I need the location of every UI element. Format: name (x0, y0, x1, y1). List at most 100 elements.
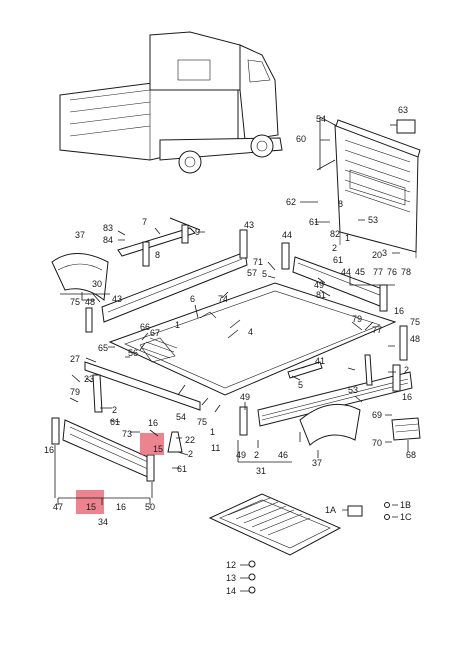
callout: 20 (372, 250, 382, 260)
callout: 54 (176, 412, 186, 422)
callout: 14 (226, 586, 236, 596)
callout: 75 (197, 417, 207, 427)
label-63-part (396, 119, 416, 134)
callout: 75 (70, 297, 80, 307)
callout: 11 (211, 443, 220, 453)
post-75 (399, 325, 408, 361)
highlight-15-upper (140, 433, 164, 455)
post-50 (146, 454, 155, 482)
callout: 8 (155, 250, 160, 260)
post-49 (239, 406, 248, 436)
callout: 46 (278, 450, 288, 460)
callout-labels: 63 54 60 62 8 61 53 82 1 3 2 61 20 44 45… (44, 105, 420, 596)
callout: 1A (325, 505, 336, 515)
callout: 75 (410, 317, 420, 327)
callout: 2 (254, 450, 259, 460)
callout: 83 (103, 223, 113, 233)
callout: 73 (122, 429, 132, 439)
callout: 69 (372, 410, 382, 420)
callout: 15 (153, 444, 163, 454)
callout: 61 (110, 417, 120, 427)
callout: 50 (145, 502, 155, 512)
toolbox-68 (391, 417, 421, 441)
callout: 2 (332, 243, 337, 253)
callout: 2 (188, 449, 193, 459)
callout: 61 (309, 217, 319, 227)
callout: 78 (401, 267, 411, 277)
callout: 1 (175, 320, 180, 330)
callout: 1 (345, 233, 350, 243)
side-rail-27 (84, 361, 201, 411)
callout: 68 (406, 450, 416, 460)
callout: 3 (382, 248, 387, 258)
callout: 48 (410, 334, 420, 344)
bracket-8 (142, 241, 150, 267)
callout: 53 (368, 215, 378, 225)
callout: 9 (195, 227, 200, 237)
callout: 5 (262, 269, 267, 279)
callout: 16 (44, 445, 54, 455)
callout: 37 (75, 230, 85, 240)
callout: 8 (338, 199, 343, 209)
callout: 53 (348, 385, 358, 395)
callout: 37 (312, 458, 322, 468)
bracket-9 (181, 224, 189, 244)
fender-37-right (299, 403, 361, 446)
callout: 54 (316, 114, 326, 124)
post-44 (281, 242, 290, 270)
nut-1c (384, 514, 390, 520)
post-48 (85, 307, 93, 333)
callout: 6 (190, 294, 195, 304)
callout: 16 (148, 418, 158, 428)
side-board-31 (257, 371, 413, 427)
callout: 30 (92, 279, 102, 289)
callout: 74 (218, 294, 228, 304)
callout: 31 (256, 466, 266, 476)
callout: 65 (98, 343, 108, 353)
callout: 77 (372, 325, 382, 335)
callout: 71 (253, 257, 263, 267)
callout: 1C (400, 512, 412, 522)
callout: 79 (352, 314, 362, 324)
callout: 76 (387, 267, 397, 277)
post-23 (92, 374, 103, 413)
callout: 16 (116, 502, 126, 512)
callout: 41 (315, 356, 325, 366)
callout: 44 (341, 267, 351, 277)
callout: 49 (236, 450, 246, 460)
callout: 1B (400, 500, 411, 510)
callout: 77 (373, 267, 383, 277)
callout: 57 (247, 268, 257, 278)
callout: 81 (316, 290, 326, 300)
callout: 27 (70, 354, 80, 364)
callout: 2 (112, 405, 117, 415)
platform-floor (108, 282, 397, 396)
callout: 79 (70, 387, 80, 397)
callout: 45 (355, 267, 365, 277)
highlight-15-lower (76, 490, 104, 514)
callout: 61 (333, 255, 343, 265)
callout: 44 (282, 230, 292, 240)
callout: 70 (372, 438, 382, 448)
post-16-right (392, 364, 401, 392)
callout: 82 (330, 229, 340, 239)
callout: 48 (85, 297, 95, 307)
rail-part (117, 227, 196, 257)
callout: 12 (226, 560, 236, 570)
bolt-stack-12-14 (248, 560, 256, 594)
leader-lines (54, 116, 409, 592)
front-bulkhead-60 (334, 119, 421, 258)
callout: 63 (398, 105, 408, 115)
callout: 47 (53, 502, 63, 512)
callout: 49 (240, 392, 250, 402)
post-43 (239, 229, 248, 259)
lock-22 (167, 431, 183, 453)
callout: 56 (128, 348, 138, 358)
callout: 34 (98, 517, 108, 527)
floor-plate (208, 493, 363, 556)
post-77 (364, 354, 373, 386)
post-78 (379, 284, 388, 312)
post-16-left (51, 417, 60, 445)
callout: 43 (112, 294, 122, 304)
